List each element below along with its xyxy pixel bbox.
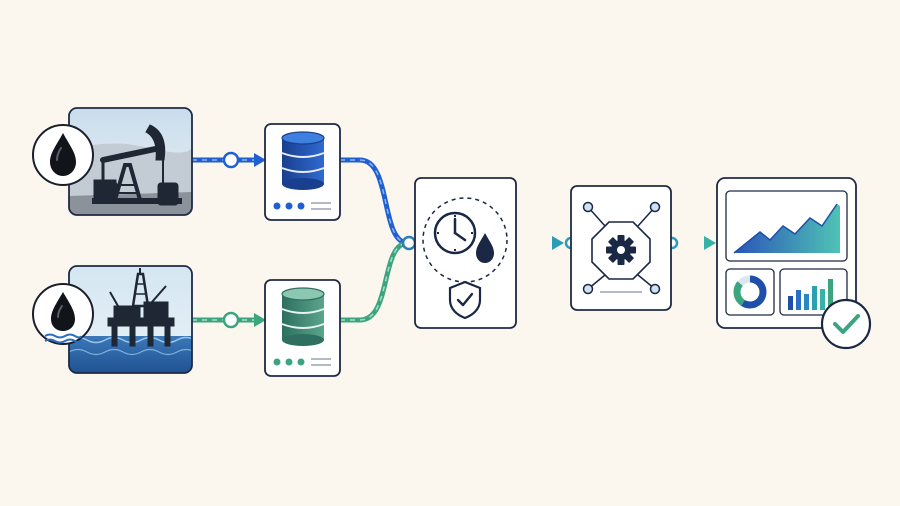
bar-chart-panel [779,268,848,316]
connector-green-db-to-process [340,240,409,323]
octagon-frame [591,221,651,280]
arrow-head [552,236,564,250]
arrow-head [254,313,266,327]
oil-drop-icon [51,292,75,331]
processing-card [414,177,517,329]
dashboard-card [716,177,872,350]
donut-chart-panel [725,268,775,316]
arrow-head [704,236,716,250]
hub-node [649,283,661,295]
onshore-oil-badge [32,124,94,186]
arrow-head [254,153,266,167]
connector-blue-db-to-process [340,157,409,246]
source-onshore-card [68,107,193,216]
database-icon [281,287,325,346]
gear-icon [606,235,636,265]
connector-node [222,151,240,169]
offshore-platform-icon [107,268,175,347]
connector-node [222,311,240,329]
hub-node [582,283,594,295]
area-chart-panel [725,190,848,262]
oil-drop-icon [476,233,494,263]
connector-process-to-gear [516,236,578,250]
transform-card [570,185,672,311]
oil-drop-icon [50,133,76,176]
database-icon [281,131,325,190]
database-card-green [264,279,341,377]
connector-onshore-to-db [192,151,266,169]
connector-gear-to-dashboard [665,236,716,250]
check-circle-icon [820,298,872,350]
hub-node [582,201,594,213]
clock-icon [433,211,477,255]
database-card-blue [264,123,341,221]
pumpjack-icon [92,124,182,206]
source-offshore-card [68,265,193,374]
merge-node [401,235,417,251]
offshore-oil-badge [32,283,94,345]
connector-offshore-to-db [192,311,266,329]
hub-node [649,201,661,213]
shield-check-icon [448,280,482,320]
